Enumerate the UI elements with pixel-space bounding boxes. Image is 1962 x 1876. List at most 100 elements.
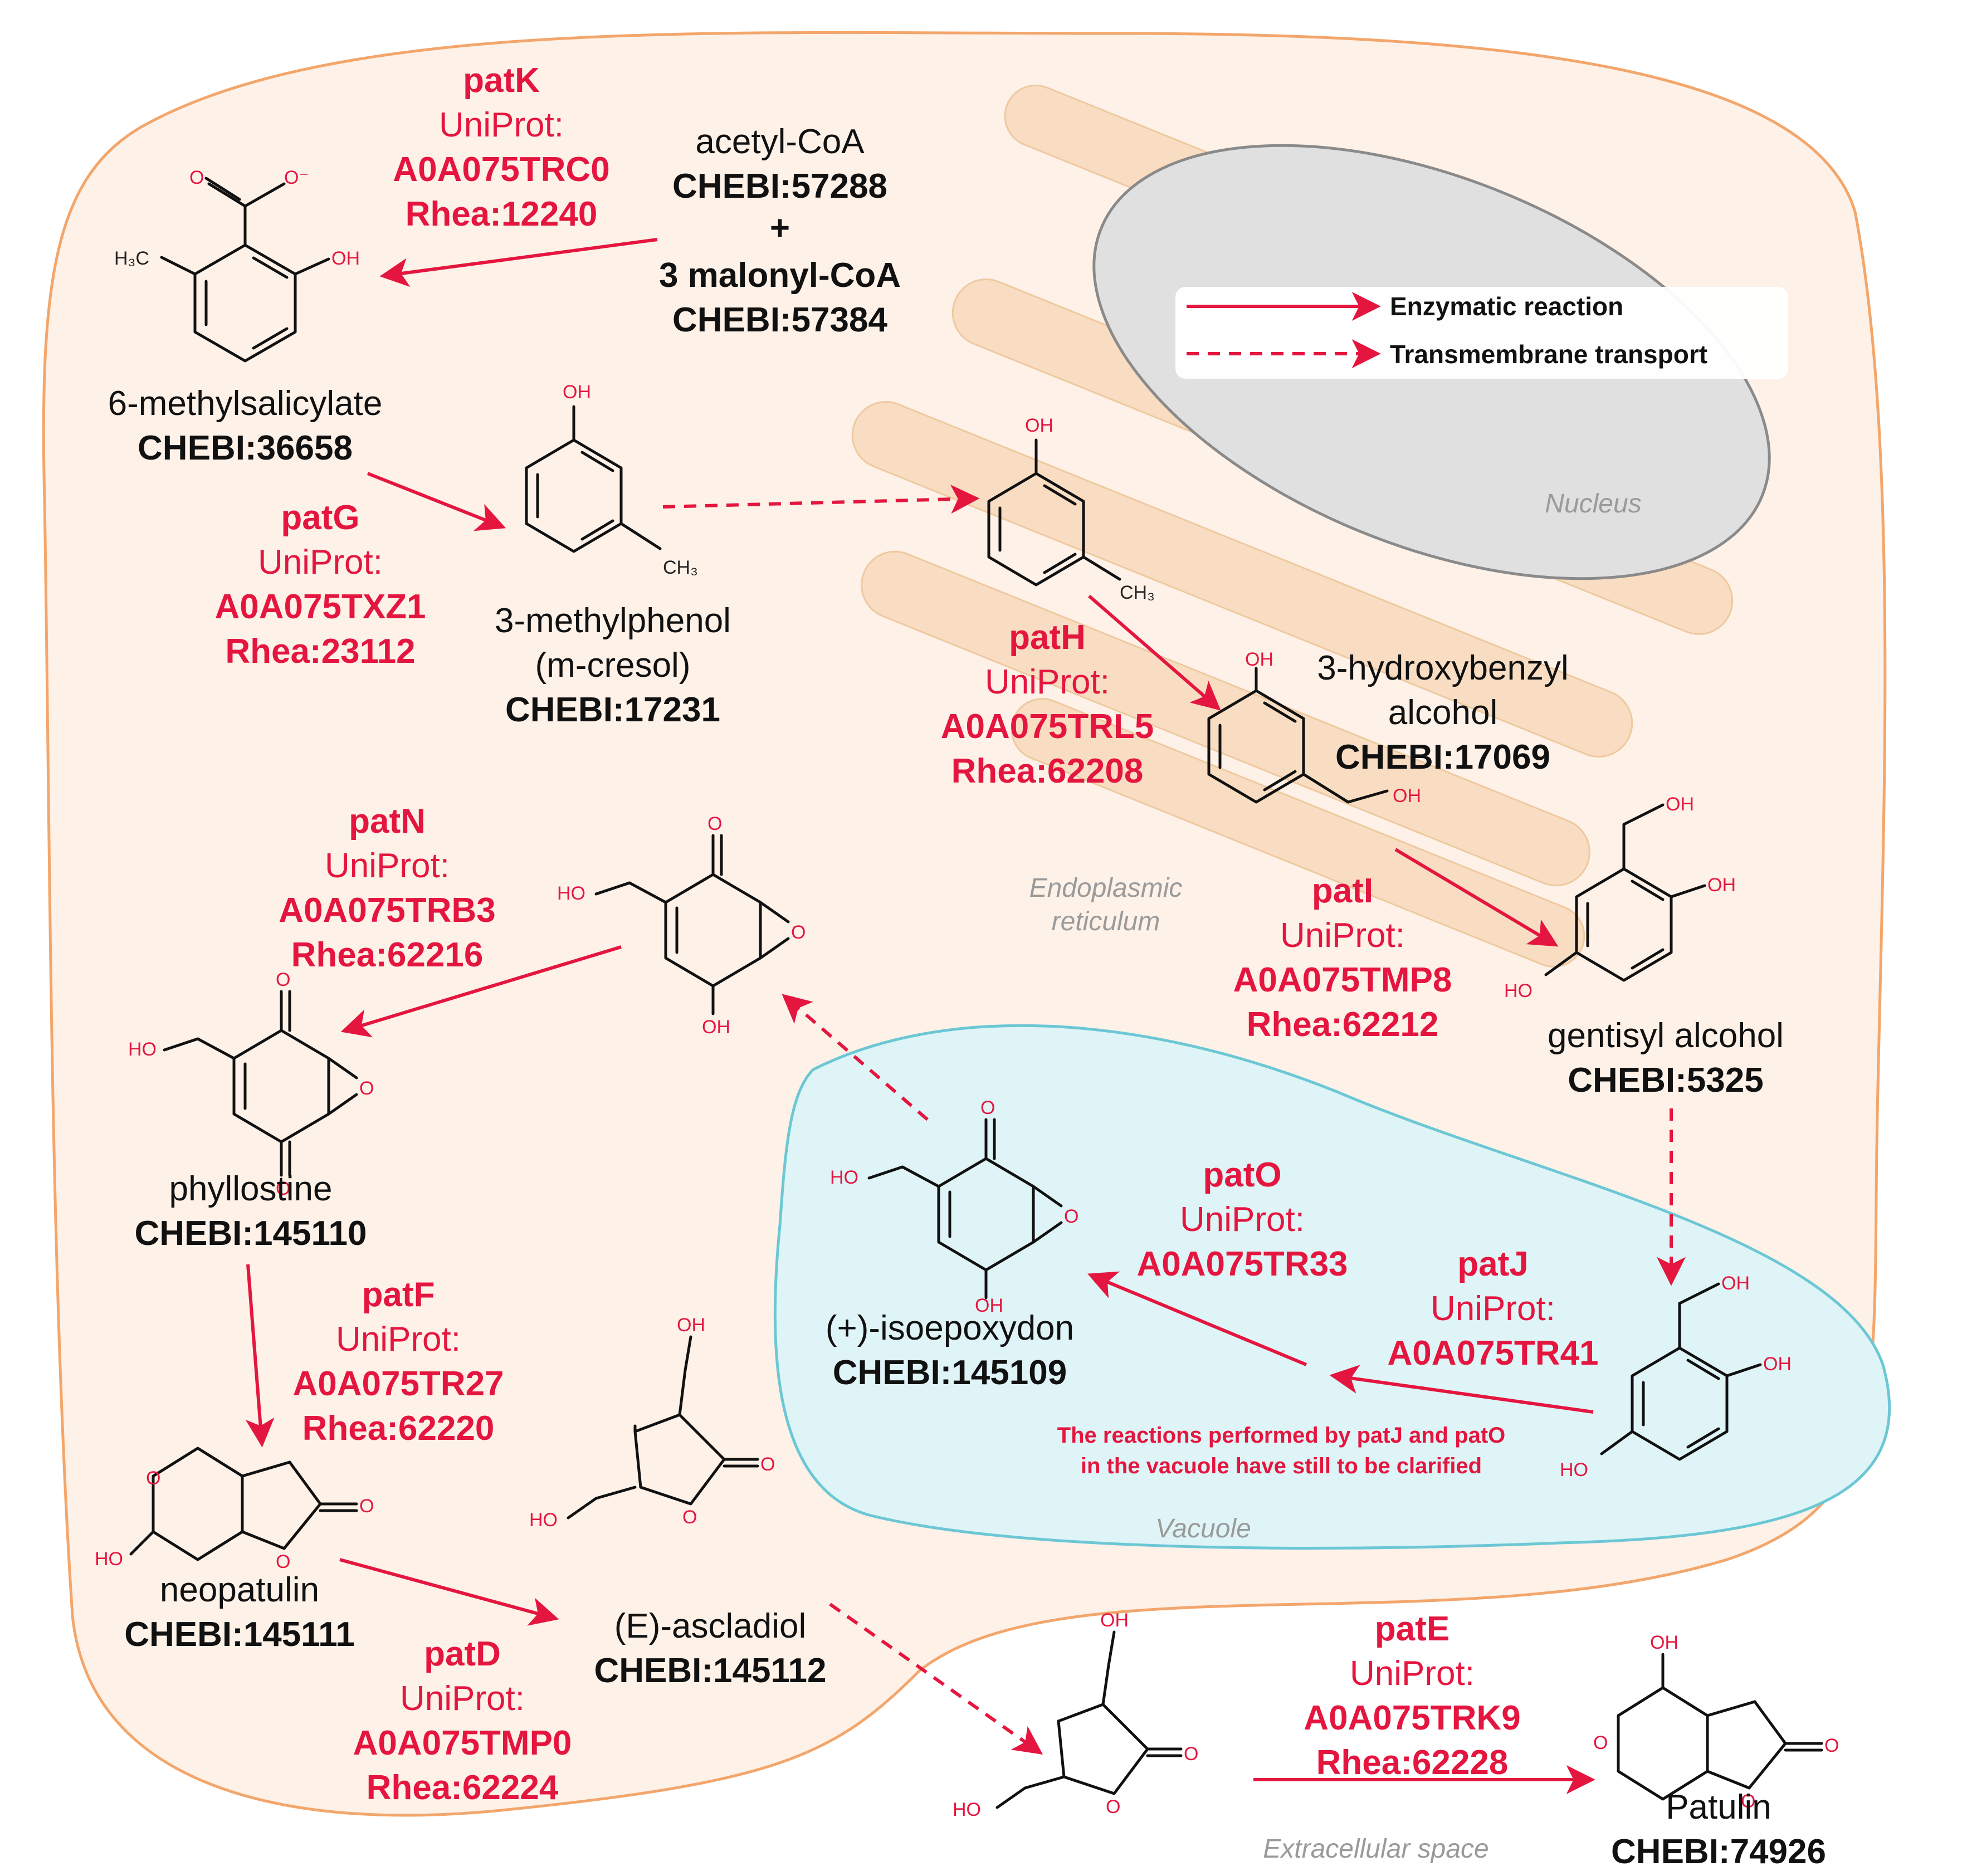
atom-O: O xyxy=(1106,1796,1120,1818)
uniprot-label: UniProt: xyxy=(1350,1654,1475,1693)
chebi-id: CHEBI:145111 xyxy=(124,1615,355,1654)
atom-OH: OH xyxy=(702,1017,730,1038)
atom-OH: OH xyxy=(975,1295,1003,1316)
rhea-id: Rhea:62220 xyxy=(302,1409,495,1448)
atom-CH3: CH₃ xyxy=(663,557,698,578)
compound-name: gentisyl alcohol xyxy=(1548,1017,1784,1055)
arrow-transport-mcresol xyxy=(662,485,980,514)
atom-CH3: CH₃ xyxy=(1120,582,1155,603)
vacuole-note: The reactions performed by patJ and patO… xyxy=(1057,1423,1506,1478)
arrow-patJ xyxy=(1329,1365,1594,1414)
extracellular-label: Extracellular space xyxy=(1263,1834,1489,1864)
enzyme-patI: patI UniProt: A0A075TMP8 Rhea:62212 xyxy=(1233,872,1452,1044)
arrow-patI xyxy=(1394,848,1559,947)
enzyme-patO: patO UniProt: A0A075TR33 xyxy=(1136,1156,1348,1283)
label-patulin: Patulin CHEBI:74926 xyxy=(1611,1788,1826,1871)
chebi-id: CHEBI:17231 xyxy=(505,691,720,729)
uniprot-accession: A0A075TR41 xyxy=(1387,1334,1598,1372)
rhea-id: Rhea:62212 xyxy=(1247,1005,1439,1044)
enzyme-patG: patG UniProt: A0A075TXZ1 Rhea:23112 xyxy=(214,499,426,671)
atom-OH: OH xyxy=(1721,1273,1750,1294)
gene-name: patO xyxy=(1203,1156,1281,1194)
chebi-id: CHEBI:145110 xyxy=(134,1214,367,1253)
arrow-patD xyxy=(339,1558,559,1626)
atom-O: O xyxy=(1741,1791,1755,1812)
structure-3-methylphenol: OH CH₃ xyxy=(525,382,698,578)
atom-O: O xyxy=(760,1454,775,1475)
structure-isoepoxydon-cytosol: O O HO OH xyxy=(557,813,806,1038)
structure-gentisyl-alcohol: OH OH HO xyxy=(1504,794,1736,1001)
enzyme-patF: patF UniProt: A0A075TR27 Rhea:62220 xyxy=(292,1276,504,1448)
arrow-transport-isoepoxydon xyxy=(782,994,929,1121)
rhea-id: Rhea:62228 xyxy=(1316,1743,1509,1782)
arrow-patK xyxy=(379,238,658,287)
gene-name: patD xyxy=(424,1635,501,1673)
arrow-patF xyxy=(245,1264,275,1448)
compound-name: phyllostine xyxy=(169,1170,333,1208)
atom-OH: OH xyxy=(563,382,591,403)
structure-ascladiol-extracellular: OH O O HO xyxy=(953,1610,1198,1820)
label-phyllostine: phyllostine CHEBI:145110 xyxy=(134,1170,367,1253)
atom-O: O xyxy=(146,1468,160,1489)
atom-OH: OH xyxy=(1100,1610,1129,1631)
vacuole xyxy=(773,1024,1891,1550)
chebi-id: CHEBI:145112 xyxy=(594,1652,826,1690)
atom-O-minus: O⁻ xyxy=(284,167,309,188)
enzyme-patJ: patJ UniProt: A0A075TR41 xyxy=(1387,1245,1598,1372)
atom-HO: HO xyxy=(1560,1459,1588,1481)
atom-O: O xyxy=(276,1551,290,1572)
atom-OH: OH xyxy=(1245,649,1273,670)
atom-HO: HO xyxy=(95,1548,123,1570)
structure-gentisyl-alcohol-vacuole: OH OH HO xyxy=(1560,1273,1792,1481)
uniprot-label: UniProt: xyxy=(439,106,564,144)
structure-isoepoxydon: O O HO OH xyxy=(830,1097,1078,1316)
atom-OH: OH xyxy=(1650,1632,1678,1653)
uniprot-accession: A0A075TRK9 xyxy=(1304,1699,1520,1737)
atom-HO: HO xyxy=(557,883,585,904)
note-line1: The reactions performed by patJ and patO xyxy=(1057,1423,1506,1448)
uniprot-accession: A0A075TRL5 xyxy=(941,707,1154,746)
uniprot-label: UniProt: xyxy=(1280,916,1405,955)
atom-OH: OH xyxy=(1763,1354,1792,1375)
chebi-id: CHEBI:17069 xyxy=(1335,738,1550,776)
er-label-line2: reticulum xyxy=(1052,907,1160,936)
structure-patulin: OH O O O xyxy=(1593,1632,1839,1812)
atom-O: O xyxy=(276,1178,290,1199)
chebi-id: CHEBI:5325 xyxy=(1568,1061,1763,1100)
structure-3-methylphenol-er: OH CH₃ xyxy=(987,415,1155,603)
uniprot-accession: A0A075TMP8 xyxy=(1233,961,1452,999)
enzyme-patN: patN UniProt: A0A075TRB3 Rhea:62216 xyxy=(279,802,495,974)
atom-OH: OH xyxy=(677,1315,705,1336)
atom-HO: HO xyxy=(953,1799,981,1820)
structure-6-methylsalicylate: O O⁻ OH H₃C xyxy=(114,167,360,363)
compound-name: neopatulin xyxy=(160,1571,319,1609)
arrow-patG xyxy=(367,472,506,531)
label-isoepoxydon: (+)-isoepoxydon CHEBI:145109 xyxy=(826,1309,1074,1392)
label-6-methylsalicylate: 6-methylsalicylate CHEBI:36658 xyxy=(108,384,383,467)
atom-O: O xyxy=(1184,1743,1198,1765)
structure-neopatulin: O O O HO xyxy=(95,1447,374,1572)
gene-name: patG xyxy=(281,499,359,537)
arrow-patO xyxy=(1087,1271,1307,1366)
compound-name: alcohol xyxy=(1388,693,1497,732)
atom-O: O xyxy=(359,1496,374,1517)
label-3-hydroxybenzyl-alcohol: 3-hydroxybenzyl alcohol CHEBI:17069 xyxy=(1317,649,1568,776)
compound-name: Patulin xyxy=(1666,1788,1771,1826)
atom-HO: HO xyxy=(830,1167,858,1188)
uniprot-label: UniProt: xyxy=(325,847,450,885)
enzyme-patK: patK UniProt: A0A075TRC0 Rhea:12240 xyxy=(393,61,609,233)
gene-name: patI xyxy=(1312,872,1373,910)
atom-O: O xyxy=(359,1078,374,1099)
uniprot-accession: A0A075TR33 xyxy=(1136,1245,1348,1283)
rhea-id: Rhea:12240 xyxy=(406,195,598,233)
compound-name: (m-cresol) xyxy=(535,646,691,685)
uniprot-label: UniProt: xyxy=(985,663,1110,701)
gene-name: patE xyxy=(1375,1610,1449,1648)
enzyme-patE: patE UniProt: A0A075TRK9 Rhea:62228 xyxy=(1304,1610,1520,1782)
legend: Enzymatic reaction Transmembrane transpo… xyxy=(1175,287,1788,379)
note-line2: in the vacuole have still to be clarifie… xyxy=(1081,1454,1482,1478)
rhea-id: Rhea:62208 xyxy=(951,752,1144,790)
er-label-line1: Endoplasmic xyxy=(1029,873,1183,903)
atom-O: O xyxy=(1064,1206,1078,1227)
chebi-id: CHEBI:57384 xyxy=(672,301,887,339)
